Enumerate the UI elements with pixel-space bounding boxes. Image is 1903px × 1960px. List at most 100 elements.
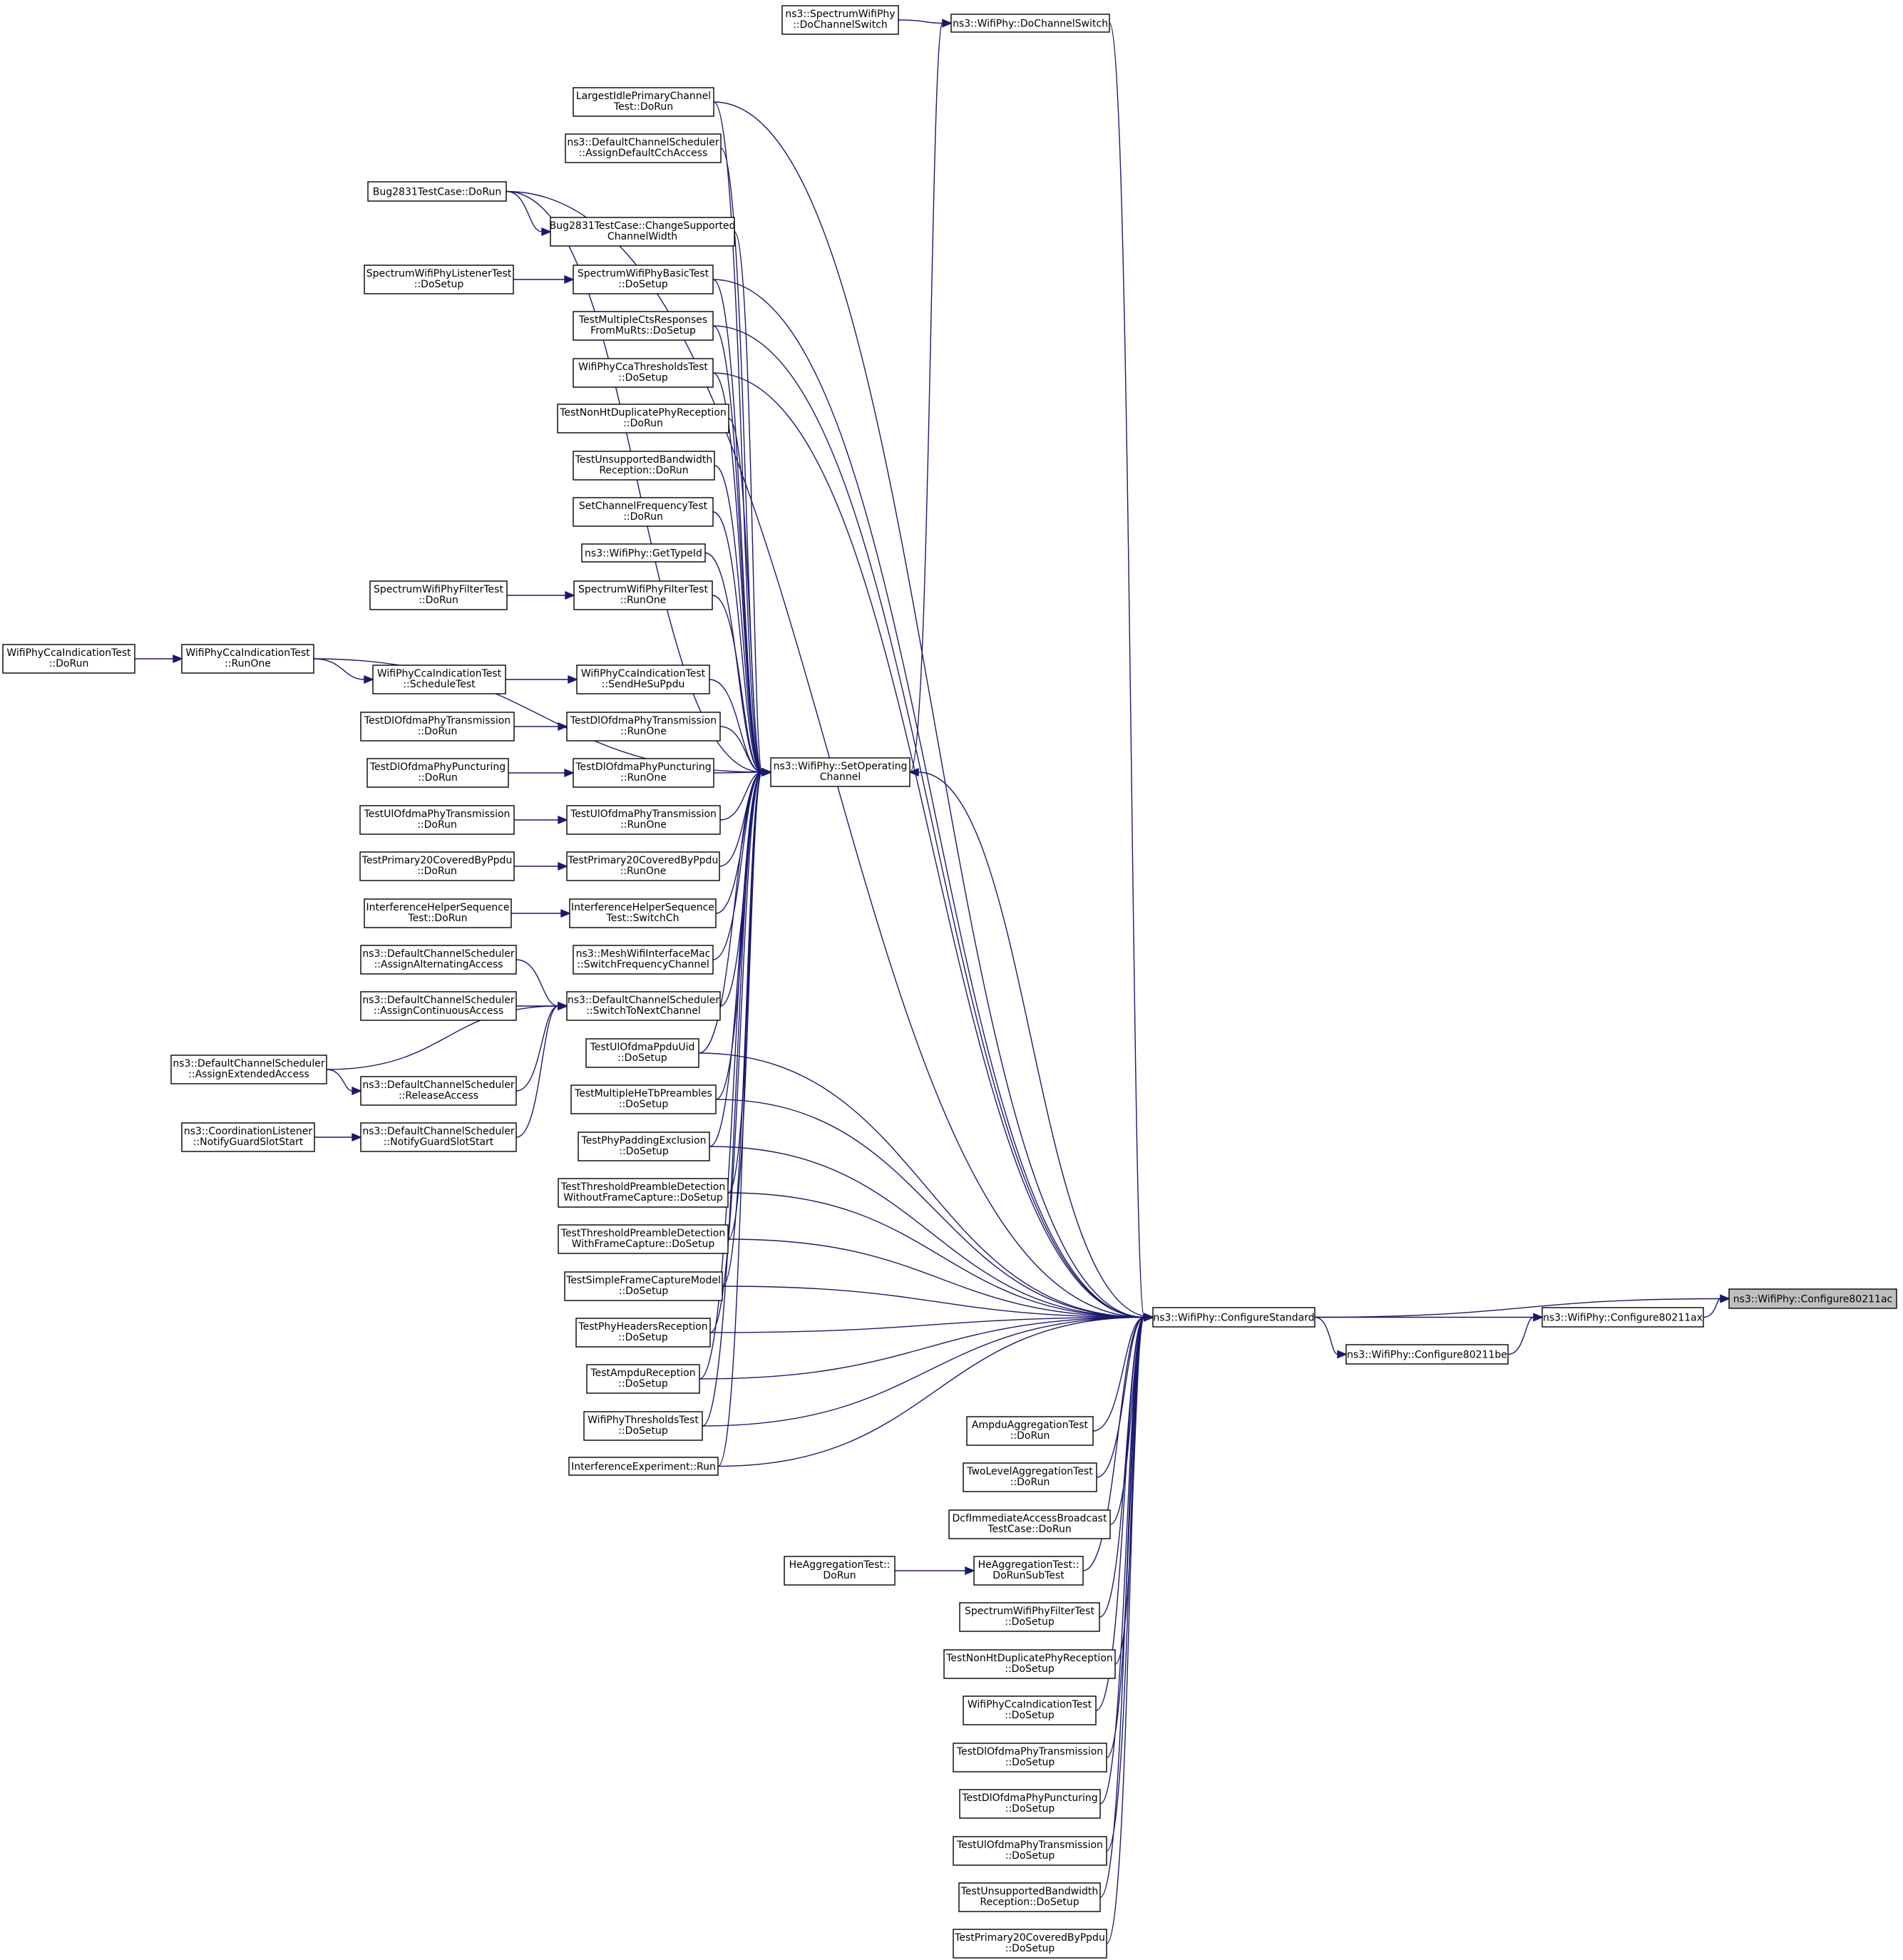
node-tp20_setup[interactable]: TestPrimary20CoveredByPpdu::DoSetup [953,1929,1107,1959]
node-tar[interactable]: TestAmpduReception::DoSetup [586,1364,700,1394]
node-dcs_aca[interactable]: ns3::DefaultChannelScheduler::AssignCont… [360,991,517,1021]
node-label: ns3::WifiPhy::GetTypeId [585,548,702,560]
node-diabt[interactable]: DcfImmediateAccessBroadcastTestCase::DoR… [948,1509,1111,1539]
node-c80211be[interactable]: ns3::WifiPhy::Configure80211be [1345,1344,1509,1365]
node-label: TestPrimary20CoveredByPpdu [954,1932,1105,1944]
node-specdochsw[interactable]: ns3::SpectrumWifiPhy::DoChannelSwitch [781,5,899,35]
node-tnhdpr_run[interactable]: TestNonHtDuplicatePhyReception::DoRun [557,404,729,433]
node-wpcct[interactable]: WifiPhyCcaThresholdsTest::DoSetup [573,358,714,388]
edge-hat_sub-to-cstd [1082,1316,1145,1571]
node-dcs_ra[interactable]: ns3::DefaultChannelScheduler::ReleaseAcc… [360,1076,517,1106]
node-bug_csw[interactable]: Bug2831TestCase::ChangeSupportedChannelW… [550,217,736,247]
node-wpcit_dorun[interactable]: WifiPhyCcaIndicationTest::DoRun [2,644,135,674]
node-label: TwoLevelAggregationTest [966,1466,1093,1477]
node-bug_dorun[interactable]: Bug2831TestCase::DoRun [367,181,507,202]
node-box [369,580,508,610]
node-box [576,665,710,694]
node-tdopp_dorun[interactable]: TestDlOfdmaPhyPuncturing::DoRun [366,758,509,788]
node-tlat[interactable]: TwoLevelAggregationTest::DoRun [963,1462,1097,1492]
node-wptt[interactable]: WifiPhyThresholdsTest::DoSetup [583,1411,703,1441]
node-wpcit_runone[interactable]: WifiPhyCcaIndicationTest::RunOne [181,644,314,674]
node-tdopp_setup[interactable]: TestDlOfdmaPhyPuncturing::DoSetup [959,1789,1101,1819]
node-swpbt[interactable]: SpectrumWifiPhyBasicTest::DoSetup [573,265,714,294]
arrowhead-hat_dorun-to-hat_sub [965,1566,975,1576]
node-wpcit_sendhe[interactable]: WifiPhyCcaIndicationTest::SendHeSuPpdu [576,665,710,694]
node-mwim[interactable]: ns3::MeshWifiInterfaceMac::SwitchFrequen… [573,945,714,975]
edge-dcs_ra-to-dcs_stnc [515,1005,559,1092]
node-label: ::DoSetup [1005,1803,1055,1815]
node-tubr_setup[interactable]: TestUnsupportedBandwidthReception::DoSet… [958,1882,1101,1912]
node-gettypeid[interactable]: ns3::WifiPhy::GetTypeId [581,543,706,563]
node-tp20_dorun[interactable]: TestPrimary20CoveredByPpdu::DoRun [359,851,515,881]
node-wpcit_setup[interactable]: WifiPhyCcaIndicationTest::DoSetup [963,1695,1097,1725]
node-aat[interactable]: AmpduAggregationTest::DoRun [966,1416,1094,1446]
node-box [586,1364,700,1394]
node-ttpd_w[interactable]: TestThresholdPreambleDetectionWithFrameC… [558,1224,729,1254]
node-label: ns3::DefaultChannelScheduler [173,1058,324,1069]
node-hat_sub[interactable]: HeAggregationTest::DoRunSubTest [973,1556,1084,1586]
node-dcs_aaa[interactable]: ns3::DefaultChannelScheduler::AssignAlte… [360,945,517,975]
node-ier[interactable]: InterferenceExperiment::Run [568,1457,719,1476]
node-tnhdpr_setup[interactable]: TestNonHtDuplicatePhyReception::DoSetup [943,1649,1116,1679]
node-c80211ac[interactable]: ns3::WifiPhy::Configure80211ac [1728,1288,1897,1309]
node-tphr[interactable]: TestPhyHeadersReception::DoSetup [575,1318,711,1348]
node-box [360,991,517,1021]
edge-c80211ax-to-c80211ac [1703,1298,1721,1318]
node-label: InterferenceHelperSequence [571,902,714,913]
node-scft[interactable]: SetChannelFrequencyTest::DoRun [573,497,714,527]
node-dochsw[interactable]: ns3::WifiPhy::DoChannelSwitch [950,14,1110,33]
node-swpft_setup[interactable]: SpectrumWifiPhyFilterTest::DoSetup [959,1602,1100,1632]
node-tdopt_dorun[interactable]: TestDlOfdmaPhyTransmission::DoRun [360,712,515,742]
node-dcs_ngss[interactable]: ns3::DefaultChannelScheduler::NotifyGuar… [360,1122,517,1152]
node-tuopu[interactable]: TestUlOfdmaPpduUid::DoSetup [585,1038,699,1068]
node-box [360,945,517,975]
node-dcs_aea[interactable]: ns3::DefaultChannelScheduler::AssignExte… [170,1055,327,1084]
node-tppe[interactable]: TestPhyPaddingExclusion::DoSetup [578,1132,710,1161]
node-tuopt_runone[interactable]: TestUlOfdmaPhyTransmission::RunOne [566,805,721,835]
node-box [573,451,715,481]
node-hat_dorun[interactable]: HeAggregationTest::DoRun [784,1556,896,1586]
node-coord[interactable]: ns3::CoordinationListener::NotifyGuardSl… [181,1122,315,1152]
node-tdopt_runone[interactable]: TestDlOfdmaPhyTransmission::RunOne [566,712,721,742]
node-box [360,1076,517,1106]
node-label: WithFrameCapture::DoSetup [572,1238,715,1250]
node-swpft_runone[interactable]: SpectrumWifiPhyFilterTest::RunOne [573,580,713,610]
edge-specdochsw-to-dochsw [898,19,943,24]
node-tp20_runone[interactable]: TestPrimary20CoveredByPpdu::RunOne [566,851,720,881]
node-swplt[interactable]: SpectrumWifiPhyListenerTest::DoSetup [364,265,514,294]
node-label: SetChannelFrequencyTest [579,501,708,512]
node-dcs_adcca[interactable]: ns3::DefaultChannelScheduler::AssignDefa… [565,133,722,163]
edge-ttpd_wo-to-cstd [727,1192,1145,1318]
node-box [564,1271,723,1301]
node-wpcit_sched[interactable]: WifiPhyCcaIndicationTest::ScheduleTest [372,665,506,694]
node-box [569,898,717,928]
node-label: TestThresholdPreambleDetection [560,1181,725,1193]
node-label: ::DoSetup [618,1332,668,1343]
node-tmhtp[interactable]: TestMultipleHeTbPreambles::DoSetup [570,1084,717,1114]
node-tdopp_runone[interactable]: TestDlOfdmaPhyPuncturing::RunOne [573,758,714,788]
node-label: TestThresholdPreambleDetection [560,1228,725,1239]
node-tmcr[interactable]: TestMultipleCtsResponsesFromMuRts::DoSet… [573,311,714,341]
node-cstd[interactable]: ns3::WifiPhy::ConfigureStandard [1152,1307,1315,1328]
node-tsfcm[interactable]: TestSimpleFrameCaptureModel::DoSetup [564,1271,723,1301]
node-ttpd_wo[interactable]: TestThresholdPreambleDetectionWithoutFra… [558,1178,729,1208]
node-swpft_dorun[interactable]: SpectrumWifiPhyFilterTest::DoRun [369,580,508,610]
node-c80211ax[interactable]: ns3::WifiPhy::Configure80211ax [1542,1307,1704,1328]
node-tuopt_setup[interactable]: TestUlOfdmaPhyTransmission::DoSetup [953,1836,1107,1866]
node-label: ns3::WifiPhy::Configure80211ac [1733,1294,1892,1305]
node-tdopt_setup[interactable]: TestDlOfdmaPhyTransmission::DoSetup [953,1743,1107,1772]
node-label: ::RunOne [225,658,271,669]
node-tuopt_dorun[interactable]: TestUlOfdmaPhyTransmission::DoRun [359,805,515,835]
edge-dcs_aaa-to-dcs_stnc [515,959,559,1007]
node-label: ::DoSetup [1005,1943,1055,1954]
node-label: TestNonHtDuplicatePhyReception [945,1653,1113,1664]
node-label: ns3::WifiPhy::Configure80211be [1347,1350,1507,1361]
node-dcs_stnc[interactable]: ns3::DefaultChannelScheduler::SwitchToNe… [566,991,721,1021]
node-label: Bug2831TestCase::DoRun [373,187,501,198]
